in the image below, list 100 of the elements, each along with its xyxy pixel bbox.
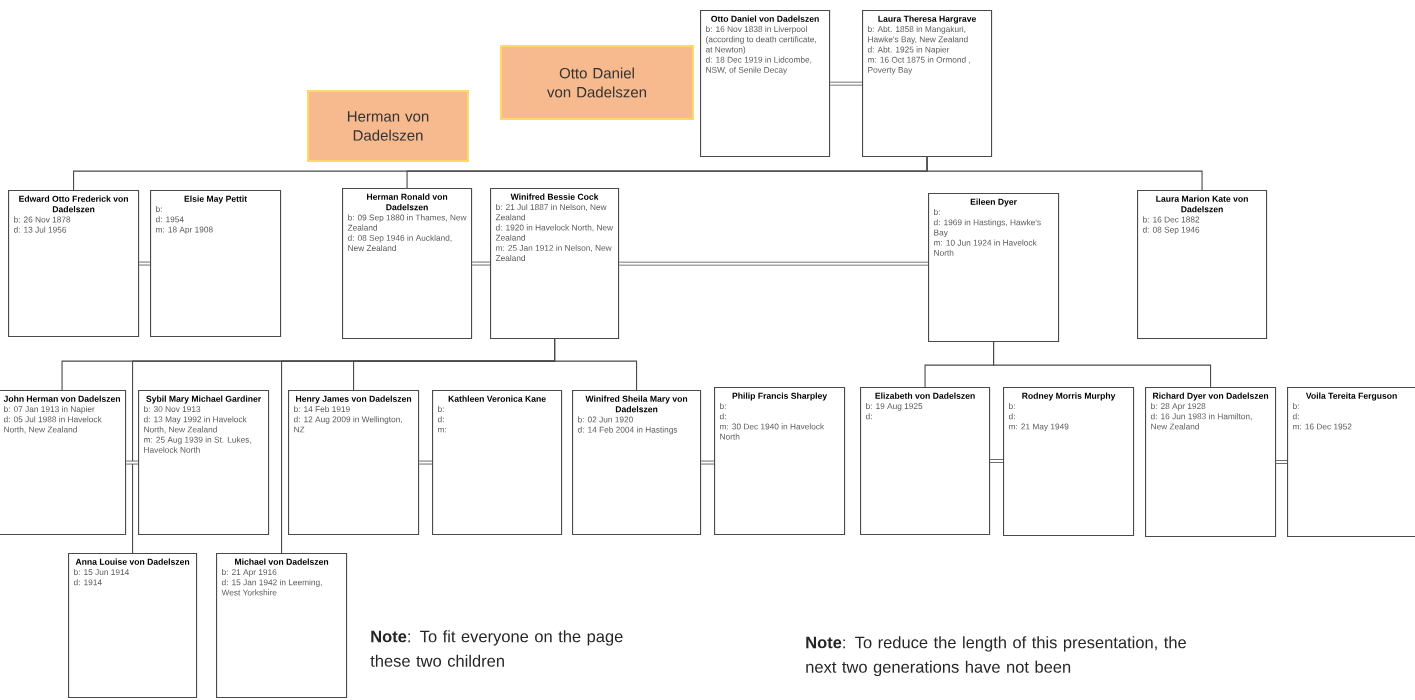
marriage-line [139, 261, 150, 266]
life-event: m: [438, 427, 447, 433]
life-event: m: 30 Dec 1940 in Havelock North [720, 423, 825, 440]
descent-line [993, 341, 1212, 388]
life-event: m: 21 May 1949 [1009, 423, 1069, 432]
person-box [1287, 387, 1415, 538]
person-box [860, 387, 991, 536]
life-event: d: [1292, 413, 1299, 420]
life-event: d: 18 Dec 1919 in Lidcombe, NSW, of Senile Decay [705, 56, 812, 75]
person-box [1003, 387, 1135, 537]
marriage-line [419, 460, 432, 465]
life-event: b: 16 Nov 1838 in Liverpool (according to death certificate, at Newton) [705, 25, 816, 55]
name-tag [307, 90, 469, 162]
person-name: Elizabeth von Dadelszen [875, 392, 975, 399]
person-box [8, 190, 140, 338]
life-event: b: 16 Dec 1882 [1143, 216, 1200, 223]
life-event: m: 16 Dec 1952 [1293, 423, 1352, 430]
life-event: b: 02 Jun 1920 [578, 416, 633, 423]
life-event: m: 25 Aug 1939 in St. Lukes, Havelock North [144, 436, 251, 453]
person-box [150, 190, 282, 338]
life-event: b: 19 Aug 1925 [866, 402, 923, 411]
life-event: b: [156, 205, 162, 213]
person-box [138, 390, 270, 536]
person-name: Voila Tereita Ferguson [1305, 392, 1397, 401]
life-event: b: [720, 402, 726, 410]
life-event: b: 26 Nov 1878 [14, 216, 71, 223]
life-event: b: 30 Nov 1913 [144, 405, 201, 413]
life-event: d: [437, 416, 444, 423]
life-event: b: [1293, 402, 1299, 410]
life-event: d: [865, 413, 872, 420]
life-event: d: 1954 [155, 216, 184, 223]
person-name: Richard Dyer von Dadelszen [1153, 392, 1269, 401]
life-event: d: [1008, 413, 1015, 420]
marriage-line [1276, 460, 1287, 464]
note: Note: To fit everyone on the page these two children [370, 630, 623, 667]
life-event: d: 16 Jun 1983 in Hamilton, New Zealand [1150, 413, 1252, 430]
person-box [928, 193, 1060, 343]
marriage-line [990, 459, 1003, 463]
person-name: Otto Daniel von Dadelszen [711, 15, 819, 22]
descent-line [926, 156, 1203, 191]
marriage-line [126, 460, 138, 465]
person-box [432, 390, 563, 536]
name-tag [500, 45, 694, 120]
life-event: b: 28 Apr 1928 [1151, 402, 1206, 411]
life-event: d: 12 Aug 2009 in Wellington, NZ [293, 416, 402, 433]
person-name: Henry James von Dadelszen [296, 395, 412, 404]
person-name: Winifred Sheila Mary von Dadelszen [585, 395, 688, 413]
person-name: Philip Francis Sharpley [732, 392, 828, 401]
life-event: b: [934, 208, 940, 216]
marriage-line [701, 460, 714, 465]
life-event: d: 1914 [73, 579, 102, 586]
person-name: Anna Louise von Dadelszen [75, 558, 190, 565]
person-name: Michael von Dadelszen [235, 558, 329, 565]
note: Note: To reduce the length of this presentation, the next two generations have not been [806, 636, 1186, 677]
person-box [700, 10, 831, 158]
person-box [288, 390, 420, 536]
life-event: d: 15 Jan 1942 in Leeming, West Yorkshire [221, 579, 322, 596]
person-name: Rodney Morris Murphy [1022, 392, 1116, 401]
life-event: b: 15 Jun 1914 [74, 568, 129, 576]
life-event: d: Abt. 1925 in Napier [867, 46, 950, 55]
life-event: d: 08 Sep 1946 in Auckland, New Zealand [347, 234, 452, 252]
marriage-line [830, 81, 862, 86]
person-name: Sybil Mary Michael Gardiner [146, 395, 261, 404]
marriage-line [619, 261, 928, 266]
person-name: Laura Theresa Hargrave [878, 15, 976, 24]
person-box [490, 188, 620, 340]
person-box [68, 553, 198, 699]
person-box [216, 553, 348, 699]
life-event: b: 07 Jan 1913 in Napier [4, 405, 95, 414]
person-box [342, 188, 473, 340]
person-name: Winifred Bessie Cock [510, 193, 599, 200]
person-name: Edward Otto Frederick von Dadelszen [19, 195, 128, 213]
person-name: Laura Marion Kate von Dadelszen [1156, 195, 1248, 213]
descent-line [281, 338, 556, 554]
life-event: d: 14 Feb 2004 in Hastings [577, 426, 678, 435]
person-name: Elsie May Pettit [184, 195, 247, 204]
life-event: d: 08 Sep 1946 [1142, 226, 1200, 235]
person-box [862, 10, 993, 158]
person-name: Kathleen Veronica Kane [448, 395, 546, 402]
person-name: John Herman von Dadelszen [3, 395, 120, 402]
person-name: Herman Ronald von Dadelszen [367, 193, 448, 211]
heading-label: Herman von Dadelszen [347, 111, 429, 141]
life-event: m: 16 Oct 1875 in Ormond , Poverty Bay [868, 56, 970, 75]
life-event: d: 05 Jul 1988 in Havelock North, New Zealand [3, 416, 102, 434]
life-event: b: 14 Feb 1919 [294, 405, 350, 413]
person-box [1137, 190, 1268, 340]
life-event: d: 13 Jul 1956 [13, 226, 67, 233]
person-box [0, 390, 127, 536]
life-event: m: 18 Apr 1908 [156, 226, 213, 235]
marriage-line [472, 261, 490, 266]
life-event: b: [438, 405, 444, 413]
life-event: b: 21 Apr 1916 [222, 568, 277, 577]
life-event: d: [719, 413, 726, 420]
person-box [572, 390, 702, 536]
person-name: Eileen Dyer [970, 198, 1017, 207]
person-box [1145, 387, 1277, 538]
life-event: b: [1009, 402, 1015, 410]
life-event: m: 10 Jun 1924 in Havelock North [934, 239, 1037, 256]
life-event: m: 25 Jan 1912 in Nelson, New Zealand [495, 244, 612, 262]
person-box [714, 387, 846, 536]
